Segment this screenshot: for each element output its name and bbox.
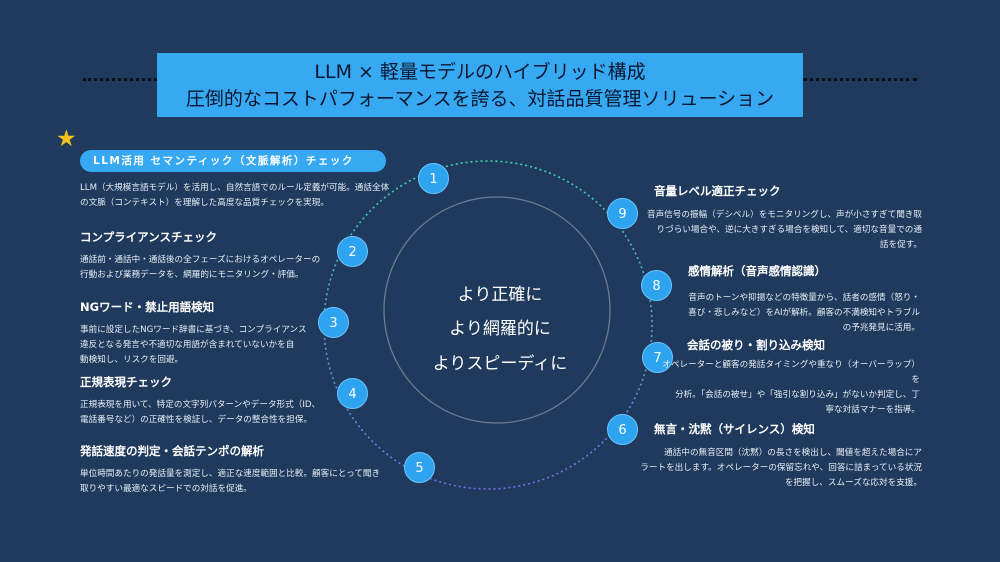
item-3-heading: NGワード・禁止用語検知 — [80, 300, 215, 314]
center-line-1: より正確に — [457, 285, 543, 305]
node-4: 4 — [337, 378, 368, 409]
item-5-heading: 発話速度の判定・会話テンポの解析 — [80, 444, 264, 458]
item-2-desc: 通話前・通話中・通話後の全フェーズにおけるオペレーターの 行動および業務データを… — [80, 255, 321, 280]
node-9: 9 — [607, 198, 638, 229]
title-line-1: LLM × 軽量モデルのハイブリッド構成 — [314, 61, 646, 83]
item-6-heading: 無言・沈黙（サイレンス）検知 — [654, 422, 815, 436]
node-7: 7 — [642, 342, 673, 373]
item-7-heading: 会話の被り・割り込み検知 — [687, 338, 825, 352]
item-7-desc: オペレーターと顧客の発話タイミングや重なり（オーバーラップ）を 分析。「会話の被… — [662, 360, 920, 415]
item-1-heading: LLM活用 セマンティック（文脈解析）チェック — [93, 155, 354, 167]
item-1-desc: LLM（大規模言語モデル）を活用し、自然言語でのルール定義が可能。通話全体 の文… — [80, 183, 390, 208]
title-line-2: 圧倒的なコストパフォーマンスを誇る、対話品質管理ソリューション — [185, 88, 775, 110]
node-8: 8 — [641, 270, 672, 301]
item-9-heading: 音量レベル適正チェック — [654, 184, 781, 198]
title-banner: LLM × 軽量モデルのハイブリッド構成 圧倒的なコストパフォーマンスを誇る、対… — [157, 53, 803, 117]
item-8-heading: 感情解析（音声感情認識） — [688, 264, 826, 278]
item-5-desc: 単位時間あたりの発話量を測定し、適正な速度範囲と比較。顧客にとって聞き 取りやす… — [80, 469, 381, 494]
title-rule-right — [803, 78, 917, 81]
center-line-2: より網羅的に — [449, 319, 551, 339]
node-1: 1 — [418, 163, 449, 194]
node-6: 6 — [607, 414, 638, 445]
highlight-pill: LLM活用 セマンティック（文脈解析）チェック — [80, 150, 386, 172]
item-3-desc: 事前に設定したNGワード辞書に基づき、コンプライアンス 違反となる発言や不適切な… — [80, 325, 307, 365]
center-line-3: よりスピーディに — [432, 354, 568, 374]
inner-ring — [383, 196, 611, 424]
item-2-heading: コンプライアンスチェック — [80, 230, 217, 244]
item-4-desc: 正規表現を用いて、特定の文字列パターンやデータ形式（ID、 電話番号など）の正確… — [80, 400, 321, 425]
star-icon: ★ — [56, 126, 77, 152]
item-8-desc: 音声のトーンや抑揚などの特徴量から、話者の感情（怒り・ 喜び・悲しみなど）をAI… — [688, 293, 920, 333]
title-rule-left — [83, 78, 157, 81]
item-9-desc: 音声信号の振幅（デシベル）をモニタリングし、声が小さすぎて聞き取 りづらい場合や… — [646, 210, 922, 250]
item-4-heading: 正規表現チェック — [80, 375, 172, 389]
node-3: 3 — [318, 307, 349, 338]
node-2: 2 — [337, 236, 368, 267]
item-6-desc: 通話中の無音区間（沈黙）の長さを検出し、閾値を超えた場合にア ラートを出します。… — [640, 448, 922, 488]
node-5: 5 — [404, 452, 435, 483]
